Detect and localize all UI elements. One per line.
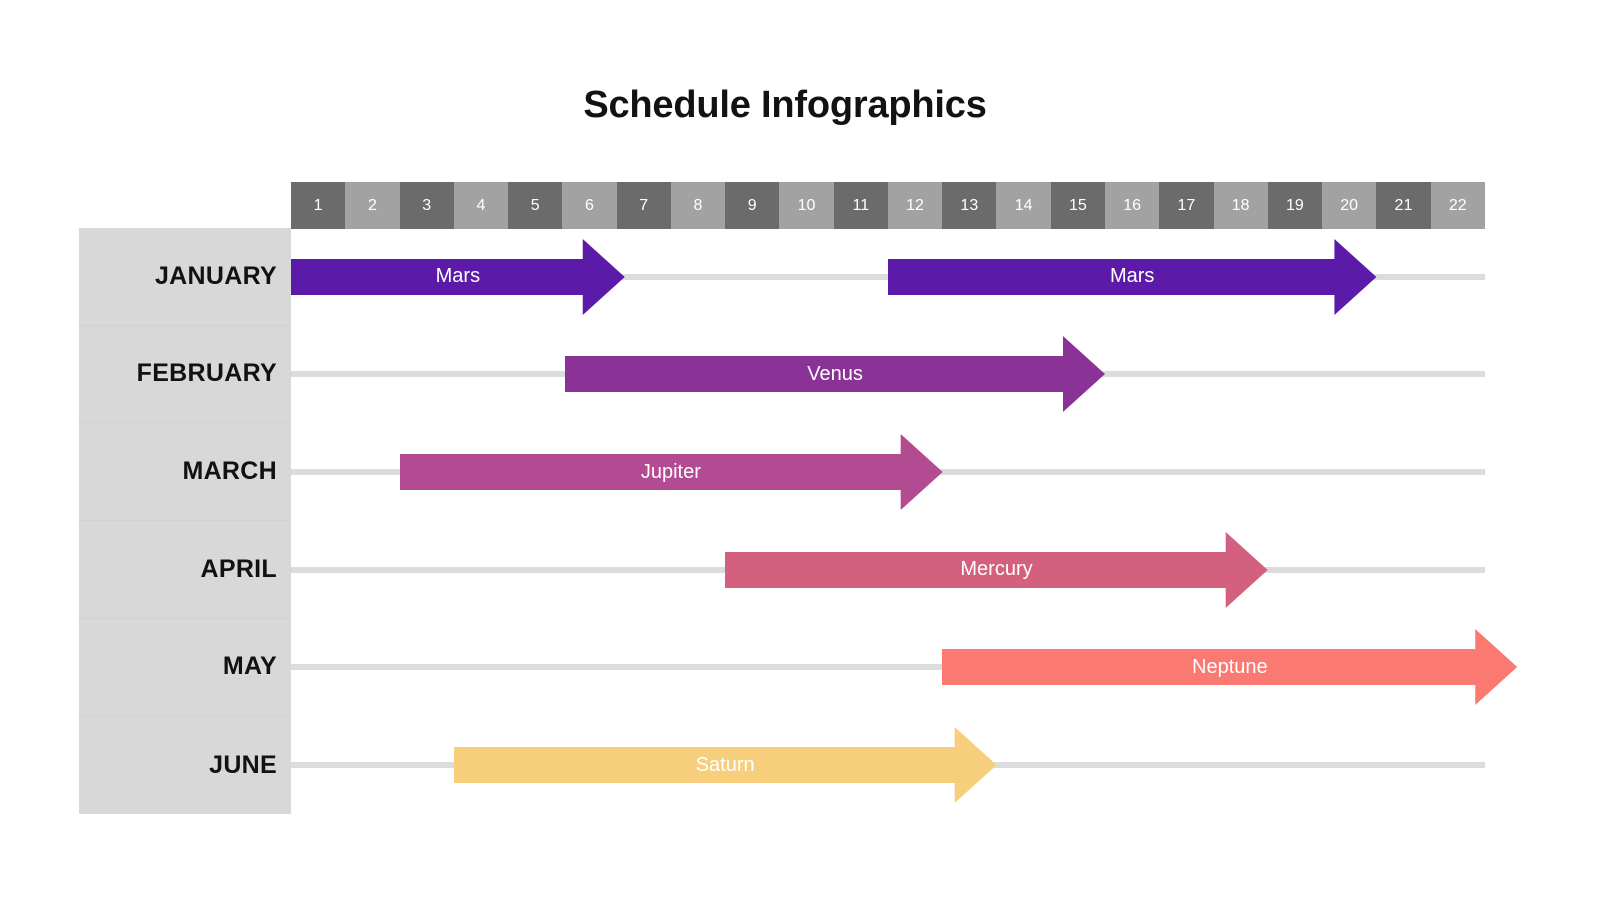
day-header-cell-19: 19 xyxy=(1267,182,1323,229)
day-header-cell-22: 22 xyxy=(1430,182,1485,229)
month-label: MAY xyxy=(222,652,277,681)
day-header-cell-7: 7 xyxy=(616,182,671,229)
timeline-lane-february: Venus xyxy=(291,326,1581,424)
timeline-lane-may: Neptune xyxy=(291,619,1581,717)
task-arrow-mars[interactable]: Mars xyxy=(887,238,1377,315)
day-header-cell-5: 5 xyxy=(508,182,563,229)
day-header-cell-15: 15 xyxy=(1050,182,1105,229)
month-sidebar: JANUARY FEBRUARY MARCH APRIL MAY JUNE xyxy=(79,228,291,814)
day-header-cell-17: 17 xyxy=(1159,182,1214,229)
day-header-cell-14: 14 xyxy=(996,182,1051,229)
timeline-lane-april: Mercury xyxy=(291,521,1581,619)
day-header-cell-1: 1 xyxy=(291,182,346,229)
day-header-cell-11: 11 xyxy=(833,182,888,229)
day-header-cell-6: 6 xyxy=(562,182,617,229)
day-header-cell-12: 12 xyxy=(887,182,943,229)
month-row-june[interactable]: JUNE xyxy=(79,716,291,814)
month-label: MARCH xyxy=(182,457,277,486)
day-header-cell-21: 21 xyxy=(1376,182,1431,229)
page-title: Schedule Infographics xyxy=(583,84,987,126)
month-row-may[interactable]: MAY xyxy=(79,619,291,717)
month-row-april[interactable]: APRIL xyxy=(79,521,291,619)
day-header-cell-16: 16 xyxy=(1104,182,1160,229)
lane-track xyxy=(291,664,1485,671)
task-arrow-venus[interactable]: Venus xyxy=(565,336,1106,413)
day-header-cell-10: 10 xyxy=(779,182,834,229)
task-arrow-jupiter[interactable]: Jupiter xyxy=(399,434,943,511)
task-arrow-saturn[interactable]: Saturn xyxy=(453,727,997,804)
task-arrow-mars[interactable]: Mars xyxy=(291,238,625,315)
timeline-lane-january: Mars Mars xyxy=(291,228,1581,326)
month-row-february[interactable]: FEBRUARY xyxy=(79,326,291,424)
task-arrow-neptune[interactable]: Neptune xyxy=(942,629,1518,706)
timeline-lane-march: Jupiter xyxy=(291,423,1581,521)
timeline-lane-june: Saturn xyxy=(291,716,1581,814)
month-row-january[interactable]: JANUARY xyxy=(79,228,291,326)
day-header-cell-9: 9 xyxy=(725,182,780,229)
day-header-cell-4: 4 xyxy=(453,182,509,229)
task-arrow-mercury[interactable]: Mercury xyxy=(725,531,1268,608)
day-header-cell-2: 2 xyxy=(345,182,400,229)
month-label: JANUARY xyxy=(154,261,277,290)
month-label: APRIL xyxy=(200,554,277,583)
day-header-cell-18: 18 xyxy=(1213,182,1268,229)
month-row-march[interactable]: MARCH xyxy=(79,423,291,521)
month-label: JUNE xyxy=(209,750,277,779)
day-header-cell-3: 3 xyxy=(399,182,454,229)
day-header-cell-20: 20 xyxy=(1322,182,1377,229)
day-header-cell-13: 13 xyxy=(942,182,997,229)
month-label: FEBRUARY xyxy=(136,359,277,388)
day-header-cell-8: 8 xyxy=(670,182,726,229)
